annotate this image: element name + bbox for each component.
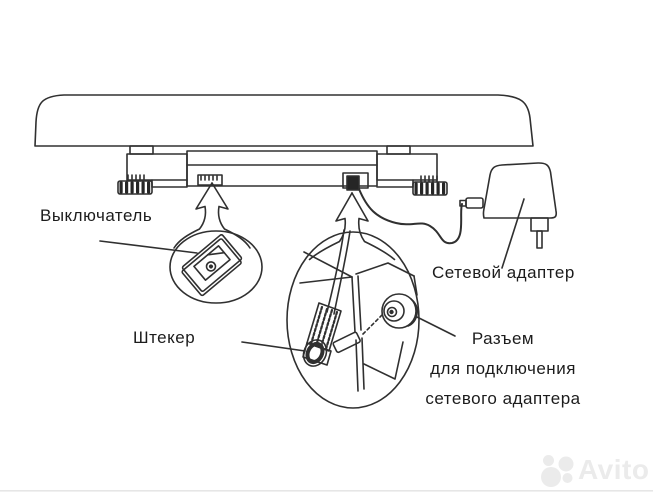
avito-logo-icon	[541, 455, 574, 487]
pointer-line-adapter	[501, 198, 525, 269]
plug-arrow	[308, 192, 396, 261]
scale-underframe	[126, 145, 438, 191]
plug-cable-detail	[326, 229, 351, 315]
switch-detail	[181, 234, 243, 297]
plug-detail	[302, 302, 383, 367]
switch-mount-tab	[197, 174, 223, 186]
label-connector-line-3: сетевого адаптера	[425, 389, 581, 408]
switch-arrow	[173, 182, 251, 249]
scale-platform	[34, 94, 534, 147]
avito-watermark-text: Avito	[578, 454, 650, 485]
power-adapter	[482, 162, 558, 249]
frame-detail	[299, 251, 418, 392]
right-foot	[412, 175, 448, 196]
image-bottom-edge	[0, 490, 653, 492]
label-adapter: Сетевой адаптер	[432, 263, 575, 282]
plug-balloon	[286, 231, 420, 409]
avito-watermark: Avito	[540, 452, 650, 490]
left-foot	[117, 174, 153, 195]
pointer-line-connector	[416, 316, 456, 337]
pointer-line-switch	[99, 240, 198, 254]
plug-mount-tab	[342, 172, 369, 191]
label-connector: Разъем для подключения сетевого адаптера	[415, 324, 591, 414]
socket-detail	[381, 293, 419, 329]
switch-balloon	[169, 230, 263, 304]
label-connector-line-1: Разъем	[471, 329, 535, 348]
label-switch: Выключатель	[40, 206, 153, 225]
adapter-cord	[358, 188, 484, 245]
label-plug: Штекер	[133, 328, 196, 347]
label-connector-line-2: для подключения	[430, 359, 576, 378]
pointer-line-plug	[241, 341, 306, 352]
